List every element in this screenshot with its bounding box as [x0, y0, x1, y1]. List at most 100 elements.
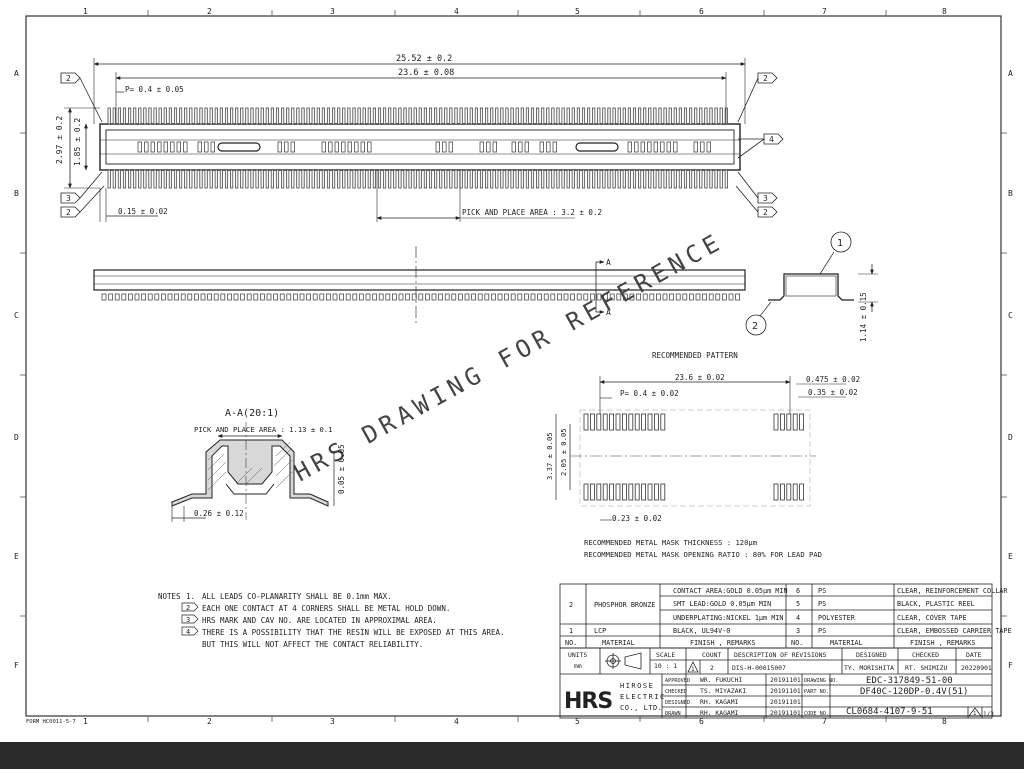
slot: [341, 141, 346, 153]
lead: [286, 107, 290, 125]
lead: [270, 107, 274, 125]
lead: [143, 107, 147, 125]
lead: [607, 107, 611, 125]
lead: [576, 169, 580, 189]
slot: [492, 141, 497, 153]
lead: [204, 107, 208, 125]
lead: [587, 107, 591, 125]
lead: [250, 107, 254, 125]
side-lead: [326, 293, 331, 301]
lead: [352, 107, 356, 125]
lead: [464, 107, 468, 125]
section-mark-bottom: A: [606, 308, 611, 317]
pattern-pad: [786, 483, 792, 501]
lead: [495, 107, 499, 125]
lead: [184, 169, 188, 189]
lead: [235, 169, 239, 189]
pattern-pad: [641, 413, 646, 431]
lead: [536, 169, 540, 189]
lead: [536, 107, 540, 125]
lead: [714, 107, 718, 125]
border-col-label: 3: [330, 717, 335, 726]
rev-count: 2: [710, 664, 714, 672]
side-lead: [227, 293, 232, 301]
dim-height-inner: 1.85 ± 0.2: [73, 118, 82, 166]
lead: [291, 169, 295, 189]
lead: [245, 169, 249, 189]
side-lead: [695, 293, 701, 301]
lead: [673, 169, 677, 189]
rev-date-header: DATE: [966, 651, 982, 659]
projection-symbol: [605, 652, 642, 670]
note-3-text: HRS MARK AND CAV NO. ARE LOCATED IN APPR…: [202, 616, 437, 625]
bom-h-fin-right: FINISH , REMARKS: [910, 639, 975, 647]
side-view: A A: [93, 246, 746, 324]
lead: [449, 169, 453, 189]
lead: [403, 169, 407, 189]
callout-4: 4: [769, 135, 774, 144]
lead: [255, 169, 259, 189]
lead: [428, 169, 433, 189]
lead: [663, 169, 667, 189]
lead: [673, 107, 677, 125]
lead: [112, 107, 116, 125]
lead: [592, 169, 596, 189]
hrs-logo: HRS: [564, 689, 612, 714]
lead: [362, 169, 366, 189]
bom-fin-2c: UNDERPLATING:NICKEL 1μm MIN: [673, 614, 784, 622]
lead: [434, 169, 438, 189]
lead: [719, 107, 723, 125]
slot: [634, 141, 639, 153]
lead: [128, 169, 132, 189]
top-leads-lower: [107, 169, 728, 189]
top-slots: [137, 141, 711, 153]
pattern-pad: [654, 413, 659, 431]
lead: [408, 107, 412, 125]
side-lead: [134, 293, 140, 301]
side-lead: [365, 293, 371, 301]
section-view: A-A(20:1) PICK AND PLACE AREA : 1.13 ± 0…: [171, 408, 346, 522]
lead: [541, 107, 545, 125]
side-lead: [128, 293, 133, 301]
lead: [530, 107, 535, 125]
lead: [520, 107, 524, 125]
lead: [275, 169, 280, 189]
lead: [694, 107, 698, 125]
slot: [539, 141, 544, 153]
slot: [700, 141, 705, 153]
slot: [197, 141, 202, 153]
bom-no-2: 2: [569, 601, 573, 609]
rev-checked-header: CHECKED: [912, 651, 939, 659]
side-lead: [491, 293, 496, 301]
border-row-label: B: [14, 189, 19, 198]
slot: [284, 141, 289, 153]
lead: [209, 169, 213, 189]
side-lead: [332, 293, 338, 301]
company-line-1: HIROSE: [620, 682, 654, 690]
lead: [653, 107, 657, 125]
lead: [597, 169, 601, 189]
lead: [668, 169, 672, 189]
slot: [163, 141, 168, 153]
side-lead: [642, 293, 648, 301]
lead: [469, 107, 473, 125]
lead: [332, 169, 336, 189]
bom-no-4: 4: [796, 614, 800, 622]
lead: [112, 169, 116, 189]
side-lead: [689, 293, 694, 301]
lead: [332, 107, 336, 125]
lead: [500, 169, 504, 189]
side-lead: [563, 293, 569, 301]
side-lead: [675, 293, 681, 301]
side-lead: [431, 293, 437, 301]
lead: [179, 107, 183, 125]
lead: [663, 107, 667, 125]
lead: [515, 169, 519, 189]
side-lead: [253, 293, 259, 301]
pattern-pad: [660, 413, 666, 431]
side-lead: [345, 293, 351, 301]
mask-thickness: RECOMMENDED METAL MASK THICKNESS : 120μm: [584, 538, 757, 547]
slot: [693, 141, 698, 153]
slot: [157, 141, 162, 153]
lead: [474, 169, 478, 189]
